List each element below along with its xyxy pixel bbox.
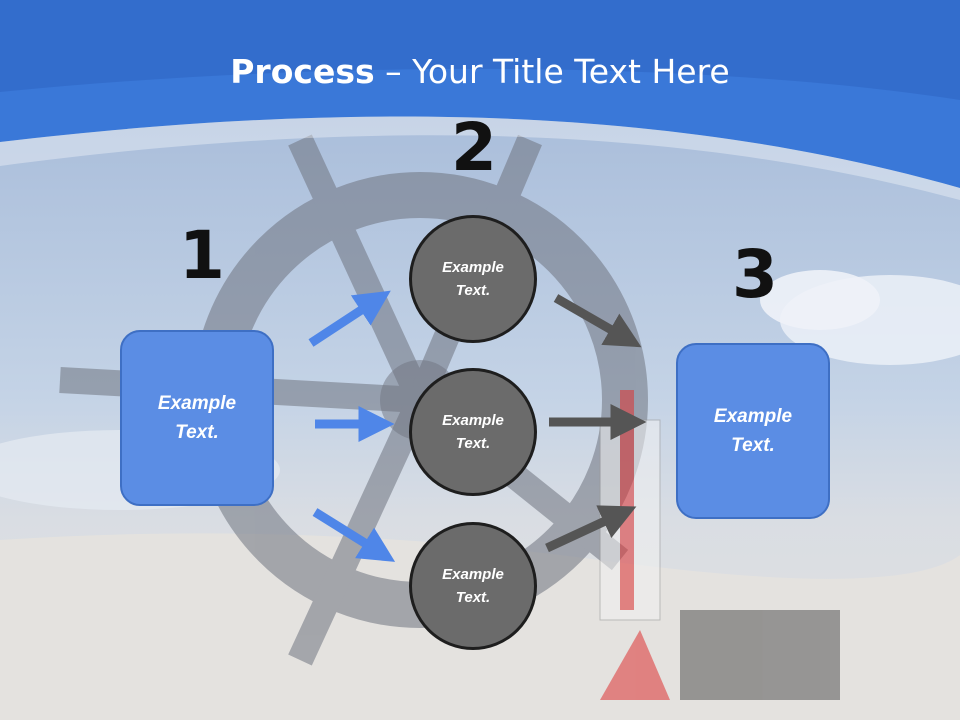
middle-circle-top-label: Example Text. (442, 259, 504, 299)
title-bold: Process (230, 52, 375, 91)
middle-circle-center: Example Text. (409, 368, 537, 496)
step-3-box: Example Text. (676, 343, 830, 519)
step-number-2: 2 (451, 109, 497, 186)
title-rest: – Your Title Text Here (374, 52, 730, 91)
step-1-box: Example Text. (120, 330, 274, 506)
slide-title: Process – Your Title Text Here (0, 52, 960, 91)
step-number-1: 1 (179, 217, 225, 294)
step-number-3: 3 (732, 236, 778, 313)
middle-circle-center-label: Example Text. (442, 412, 504, 452)
step-1-label: Example Text. (157, 393, 237, 443)
middle-circle-top: Example Text. (409, 215, 537, 343)
middle-circle-bottom-label: Example Text. (442, 566, 504, 606)
step-3-label: Example Text. (713, 406, 793, 456)
middle-circle-bottom: Example Text. (409, 522, 537, 650)
